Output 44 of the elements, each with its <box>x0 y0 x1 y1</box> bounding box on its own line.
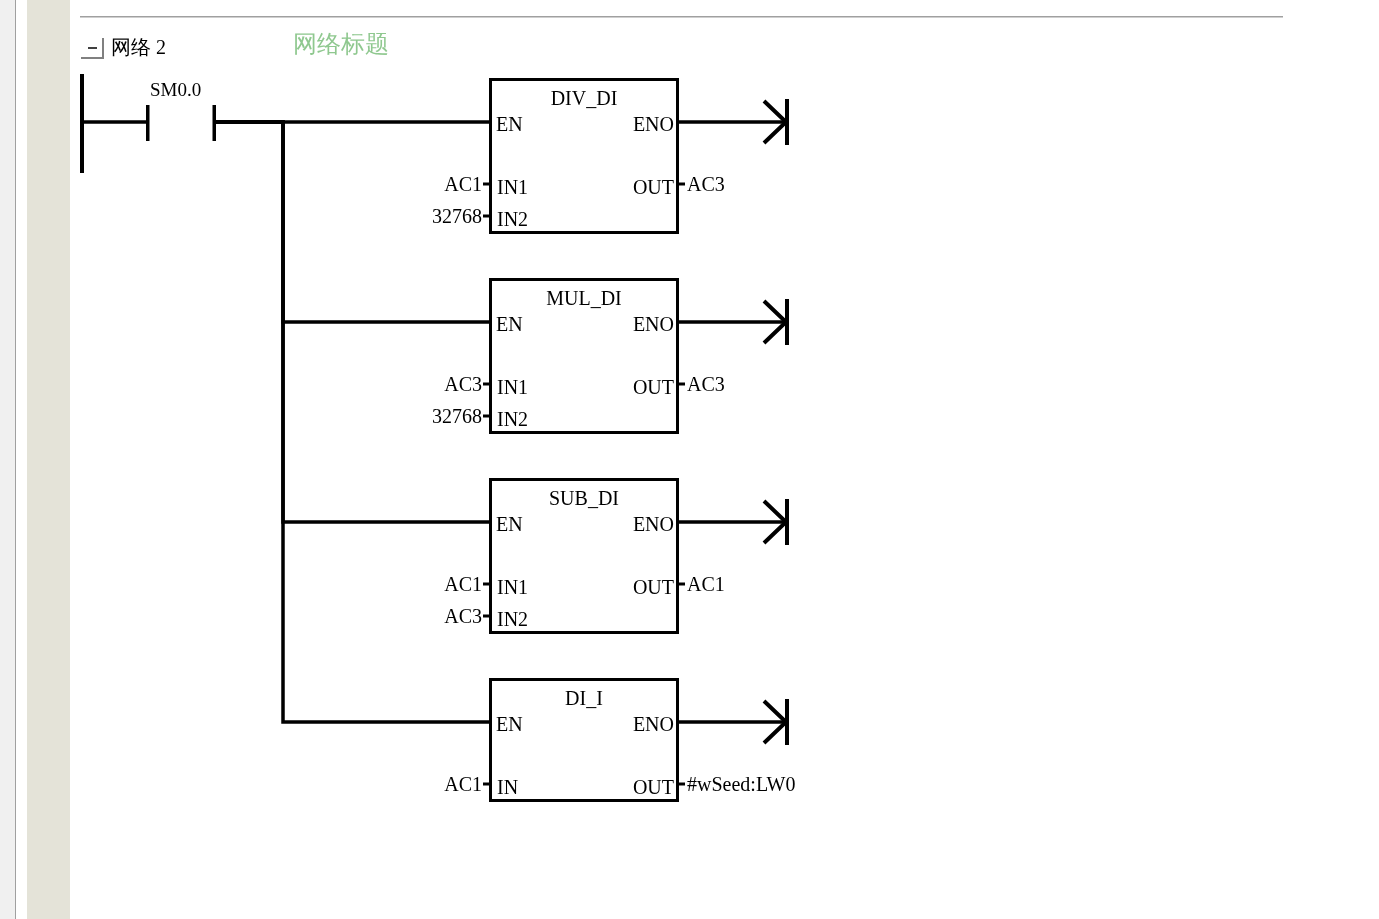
pin-name: IN1 <box>497 375 529 399</box>
operand: 32768 <box>432 204 482 228</box>
rung-wire <box>84 120 146 124</box>
function-block <box>489 678 679 802</box>
network-comment: 网络标题 <box>293 30 389 58</box>
pin-name: EN <box>496 712 523 736</box>
operand: AC1 <box>444 572 482 596</box>
function-block <box>489 478 679 634</box>
operand: AC3 <box>444 604 482 628</box>
operand: AC1 <box>444 172 482 196</box>
operand: #wSeed:LW0 <box>687 772 796 796</box>
pin-name: OUT <box>632 175 674 199</box>
pin-name: ENO <box>632 512 674 536</box>
pin-name: OUT <box>632 375 674 399</box>
function-block <box>489 78 679 234</box>
pin-name: IN1 <box>497 575 529 599</box>
block-name: DI_I <box>564 686 604 710</box>
operand: AC3 <box>687 172 725 196</box>
operand: 32768 <box>432 404 482 428</box>
power-rail <box>80 74 84 173</box>
pin-name: ENO <box>632 112 674 136</box>
block-name: MUL_DI <box>545 286 623 310</box>
pin-name: ENO <box>632 712 674 736</box>
function-block <box>489 278 679 434</box>
pin-name: OUT <box>632 575 674 599</box>
operand: AC1 <box>444 772 482 796</box>
rung-wire <box>216 120 489 724</box>
network-title: 网络 2 <box>111 35 166 59</box>
operand: AC1 <box>687 572 725 596</box>
operand: AC3 <box>687 372 725 396</box>
pin-name: ENO <box>632 312 674 336</box>
pin-name: IN <box>497 775 519 799</box>
pin-name: OUT <box>632 775 674 799</box>
pin-name: IN1 <box>497 175 529 199</box>
operand: AC3 <box>444 372 482 396</box>
pin-name: EN <box>496 312 523 336</box>
block-name: SUB_DI <box>548 486 620 510</box>
pin-name: IN2 <box>497 207 529 231</box>
pin-name: IN2 <box>497 607 529 631</box>
pin-name: EN <box>496 112 523 136</box>
block-name: DIV_DI <box>549 86 619 110</box>
pin-name: IN2 <box>497 407 529 431</box>
contact-address: SM0.0 <box>150 78 202 102</box>
pin-name: EN <box>496 512 523 536</box>
